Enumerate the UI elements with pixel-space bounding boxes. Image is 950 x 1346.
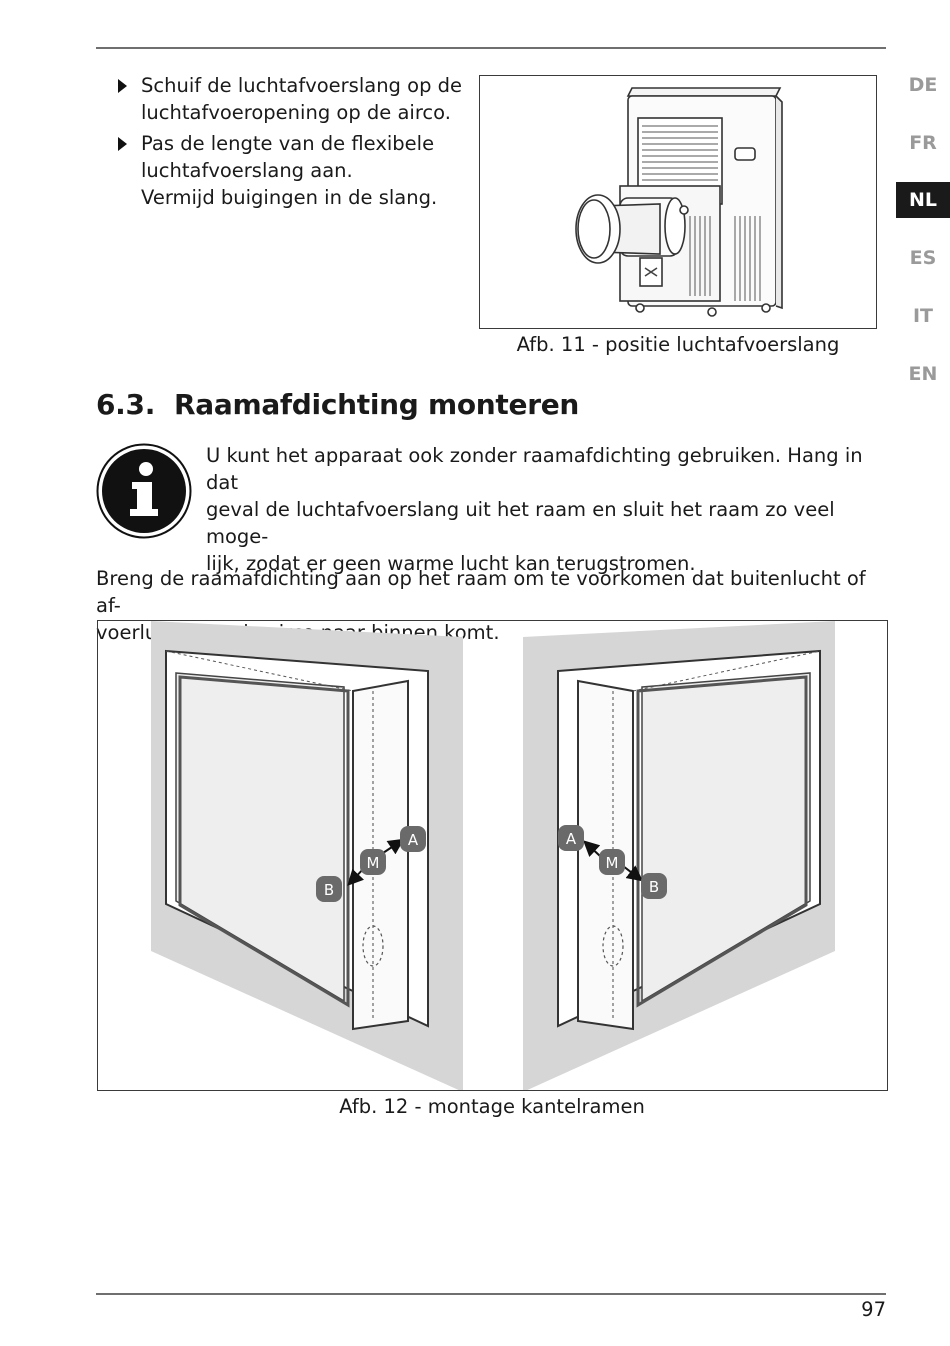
lang-tab-en[interactable]: EN <box>908 363 938 385</box>
figure-12-caption: Afb. 12 - montage kantelramen <box>339 1095 645 1118</box>
label-b-left: B <box>324 881 334 899</box>
label-b-right: B <box>649 878 659 896</box>
lang-tab-de[interactable]: DE <box>908 74 938 96</box>
bottom-rule <box>96 1293 886 1295</box>
lang-tab-es[interactable]: ES <box>909 247 937 269</box>
left-window: B M A <box>151 621 463 1090</box>
info-icon <box>96 443 192 539</box>
aircon-illustration <box>575 87 783 317</box>
bullet-triangle-icon <box>118 79 127 93</box>
info-line: lijk, zodat er geen warme lucht kan teru… <box>206 552 696 575</box>
step-line: Schuif de luchtafvoerslang op de <box>141 74 463 97</box>
lang-tab-fr[interactable]: FR <box>909 132 937 154</box>
window-seal-illustration: B M A A M B <box>151 621 835 1090</box>
section-number: 6.3. <box>96 388 156 421</box>
step-item: Schuif de luchtafvoerslang op de luchtaf… <box>112 72 472 126</box>
top-rule <box>96 47 886 49</box>
label-a-right: A <box>566 830 577 848</box>
step-line: luchtafvoeropening op de airco. <box>141 101 451 124</box>
step-line: Pas de lengte van de flexibele <box>141 132 435 155</box>
section-heading: 6.3. Raamafdichting monteren <box>96 385 579 425</box>
label-a-left: A <box>408 831 419 849</box>
lang-tab-it[interactable]: IT <box>912 305 934 327</box>
section-title: Raamafdichting monteren <box>174 388 580 421</box>
bullet-triangle-icon <box>118 137 127 151</box>
info-line: U kunt het apparaat ook zonder raamafdic… <box>206 444 863 494</box>
step-line: luchtafvoerslang aan. <box>141 159 353 182</box>
step-item: Pas de lengte van de flexibele luchtafvo… <box>112 130 472 211</box>
info-note: U kunt het apparaat ook zonder raamafdic… <box>206 442 886 577</box>
figure-12-window-seal: B M A A M B <box>97 620 888 1091</box>
page-number: 97 <box>861 1298 886 1321</box>
right-window: A M B <box>523 621 835 1090</box>
lang-tab-nl[interactable]: NL <box>896 182 950 218</box>
instruction-steps: Schuif de luchtafvoerslang op de luchtaf… <box>112 72 472 215</box>
step-line: Vermijd buigingen in de slang. <box>141 186 438 209</box>
label-m-right: M <box>606 854 619 872</box>
figure-11-aircon-hose <box>479 75 877 329</box>
figure-11-caption: Afb. 11 - positie luchtafvoerslang <box>516 333 840 356</box>
body-line: Breng de raamafdichting aan op het raam … <box>96 567 866 617</box>
label-m-left: M <box>367 854 380 872</box>
info-line: geval de luchtafvoerslang uit het raam e… <box>206 498 835 548</box>
